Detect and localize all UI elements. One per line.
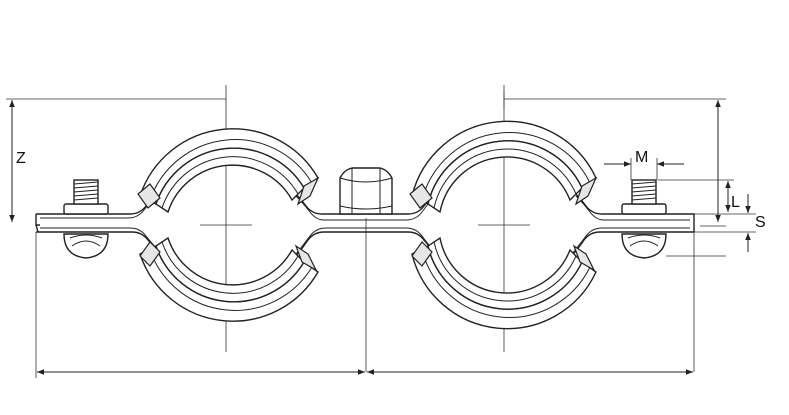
center-hex-nut (339, 167, 393, 215)
dimension-right-height (503, 90, 726, 227)
label-s: S (755, 214, 766, 231)
lower-strap (35, 224, 694, 263)
dimension-s: S (694, 194, 766, 252)
dimension-z: Z (6, 98, 226, 222)
dimension-bottom (35, 232, 693, 378)
right-screw (621, 179, 667, 259)
left-clamp-upper (137, 128, 320, 214)
dimension-l: L (658, 179, 740, 212)
lower-right-extension (666, 232, 726, 372)
label-l: L (731, 194, 740, 211)
label-z: Z (16, 150, 26, 167)
left-clamp-lower (139, 236, 319, 322)
right-clamp-lower (411, 236, 597, 330)
left-screw (63, 179, 109, 259)
right-clamp-upper (409, 120, 598, 214)
dimension-m: M (604, 149, 684, 180)
label-m: M (635, 149, 648, 166)
